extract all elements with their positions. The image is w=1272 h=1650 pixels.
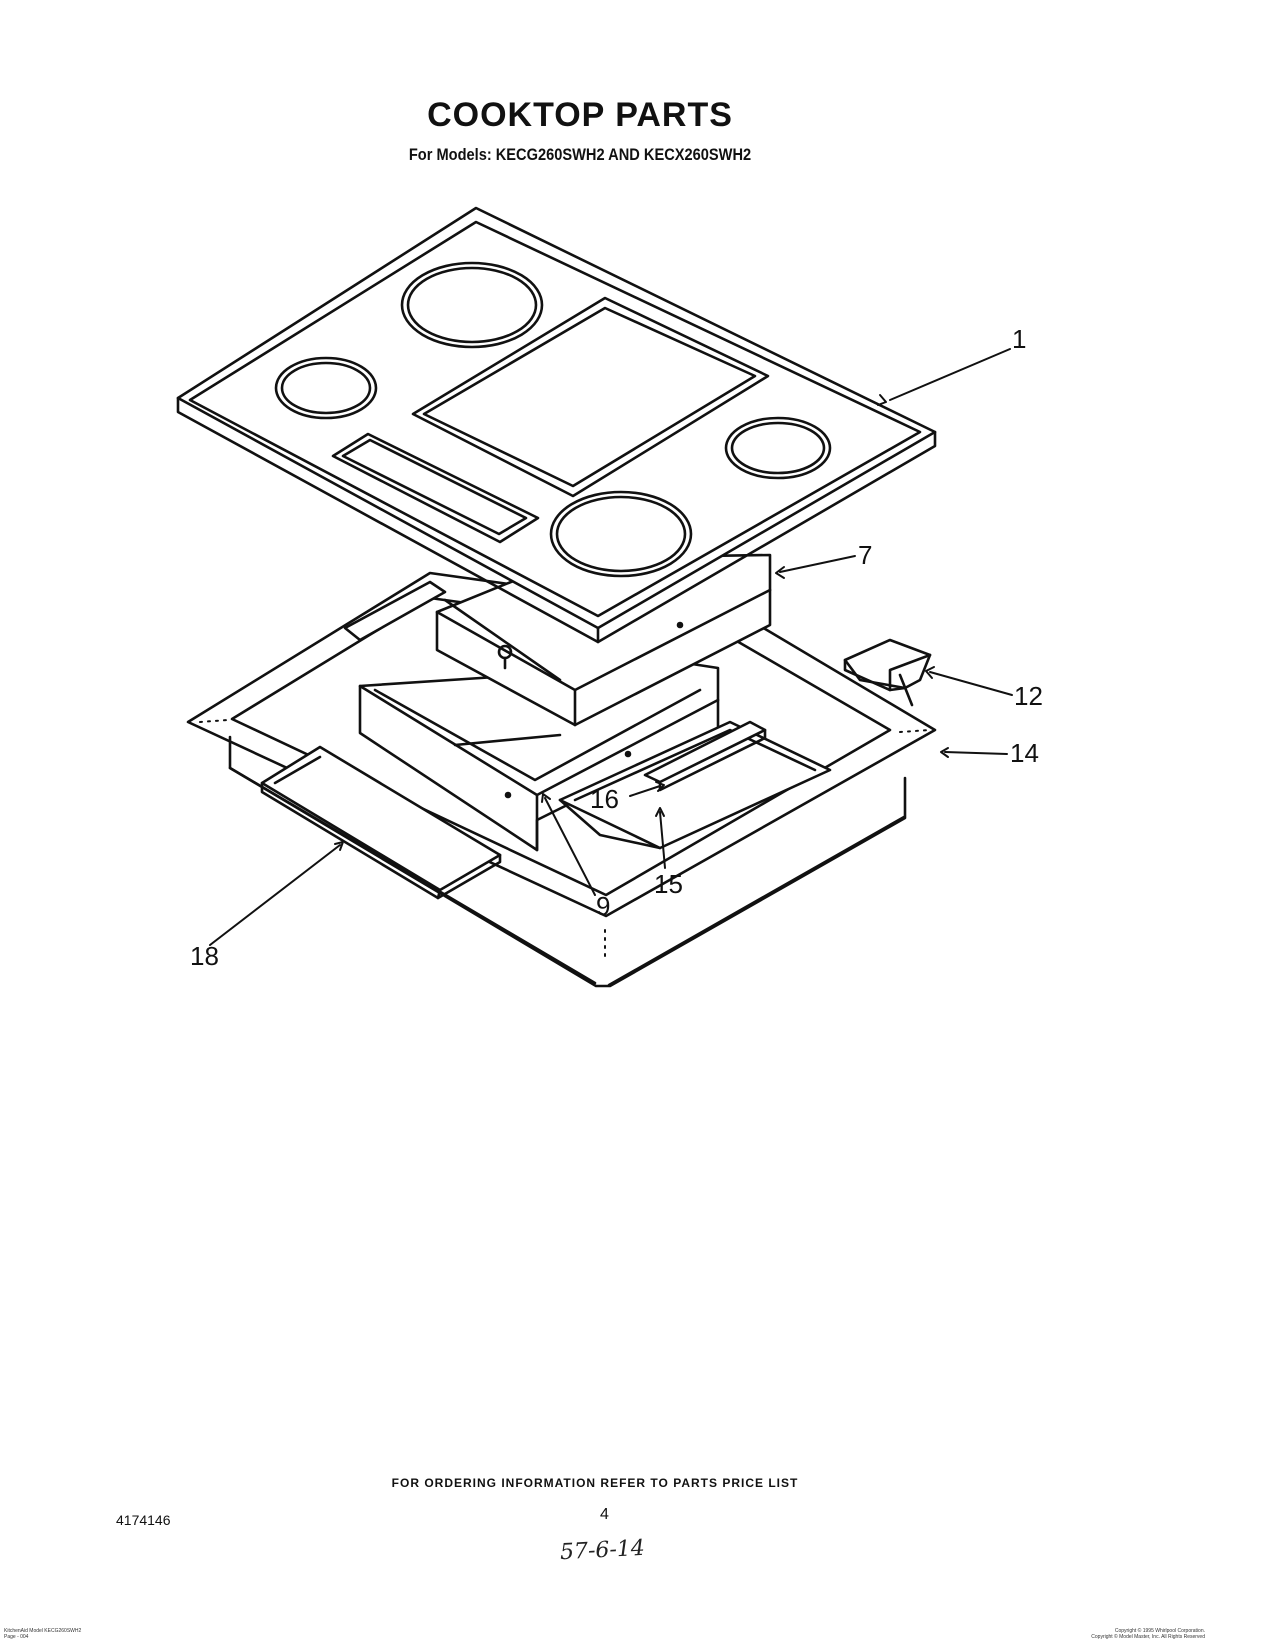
- callout-16: 16: [590, 784, 619, 814]
- bracket-part-15: [558, 720, 832, 850]
- ordering-note: FOR ORDERING INFORMATION REFER TO PARTS …: [391, 1476, 799, 1490]
- model-subtitle: For Models: KECG260SWH2 AND KECX260SWH2: [408, 145, 752, 164]
- callout-7: 7: [858, 540, 872, 570]
- footer-right-line1: Copyright © 1995 Whirlpool Corporation.: [1114, 1628, 1205, 1634]
- callout-1: 1: [1012, 324, 1026, 354]
- page-title: COOKTOP PARTS: [427, 96, 733, 134]
- page-number: 4: [600, 1506, 609, 1523]
- callout-18: 18: [190, 941, 219, 971]
- callout-9: 9: [596, 891, 610, 921]
- drip-tray-part-18: [260, 745, 502, 900]
- footer-right: Copyright © 1995 Whirlpool Corporation. …: [985, 1628, 1205, 1640]
- bracket-part-12: [843, 638, 932, 707]
- footer-left-line2: Page - 004: [4, 1634, 29, 1640]
- handwritten-note: 57-6-14: [559, 1535, 646, 1566]
- callout-14: 14: [1010, 738, 1039, 768]
- callout-15: 15: [654, 869, 683, 899]
- footer-right-line2: Copyright © Model Master, Inc. All Right…: [1091, 1634, 1205, 1640]
- footer-left-line1: KitchenAid Model KECG260SWH2: [4, 1628, 82, 1634]
- cooktop-part-1: [176, 206, 937, 644]
- document-number: 4174146: [116, 1512, 171, 1528]
- callout-12: 12: [1014, 681, 1043, 711]
- footer-left: KitchenAid Model KECG260SWH2 Page - 004: [4, 1628, 81, 1640]
